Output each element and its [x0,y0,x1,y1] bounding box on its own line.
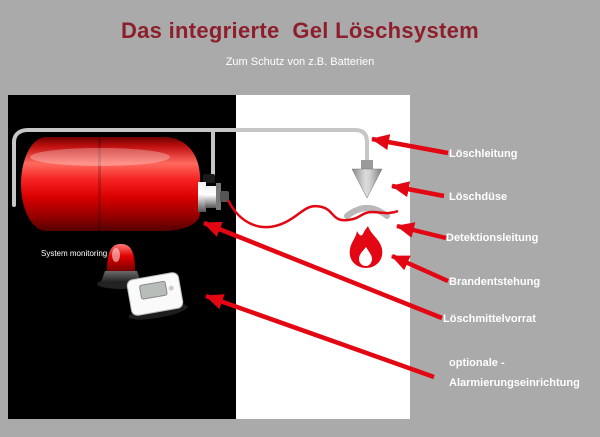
arrow-loeschleitung [371,134,449,156]
callout-label-loeschmittelvorrat: Löschmittelvorrat [443,313,536,325]
extinguisher-tank [21,137,229,231]
arrow-alarmierung [205,293,435,380]
tank-seam [98,137,101,231]
monitor-label: System monitoring [41,249,108,258]
arrow-brandentstehung [391,253,449,284]
callout-label-loeschduese: Löschdüse [449,191,508,203]
tank-valve [198,174,229,212]
callout-label-loeschleitung: Löschleitung [449,148,518,160]
page-title: Das integrierte Gel Löschsystem [120,18,480,43]
extinguishing-line [12,128,369,207]
arrow-detektionsleitung [396,222,447,241]
callout-label-alarmierungseinrichtung: Alarmierungseinrichtung [449,377,580,389]
tank-highlight [30,148,170,166]
page-subtitle: Zum Schutz von z.B. Batterien [225,56,375,68]
panel-white [236,95,410,419]
detection-line [226,199,399,229]
arrow-loeschmittelvorrat [203,220,443,321]
callout-arrows [203,134,449,380]
callout-label-optionale: optionale - [449,357,505,369]
arrow-loeschduese [391,181,445,199]
fire-icon [349,226,383,268]
callout-label-brandentstehung: Brandentstehung [449,276,541,288]
optional-alarm-device [126,272,188,320]
alarm-device-screen [139,280,168,300]
alarm-device-button [168,285,174,291]
callout-label-detektionsleitung: Detektionsleitung [446,232,539,244]
